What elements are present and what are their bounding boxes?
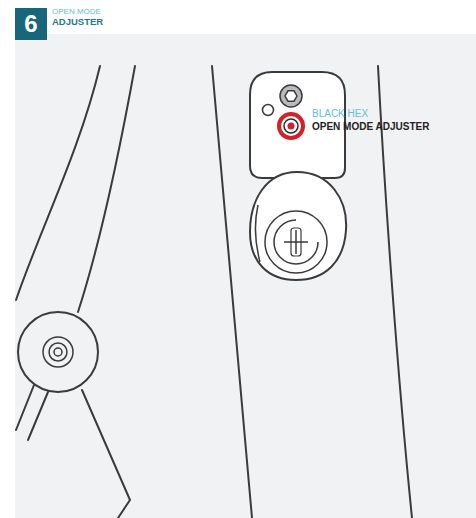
frame-tube-line (212, 66, 252, 518)
part-type: BLACK HEX (312, 108, 368, 119)
section-title: ADJUSTER (52, 17, 103, 27)
panel-ground (15, 34, 476, 518)
step-number-box: 6 (15, 8, 47, 40)
step-number: 6 (24, 12, 37, 36)
frame-stay-line (82, 390, 130, 518)
frame-tube-line (78, 66, 135, 312)
section-kicker: OPEN MODE (52, 8, 101, 17)
frame-stay-line (16, 385, 34, 430)
frame-tube-line (16, 66, 100, 300)
frame-stay-line (28, 392, 48, 440)
pivot (18, 312, 98, 392)
part-name: OPEN MODE ADJUSTER (312, 121, 429, 132)
valve-cover (250, 172, 346, 280)
frame-tube-line (378, 66, 412, 518)
